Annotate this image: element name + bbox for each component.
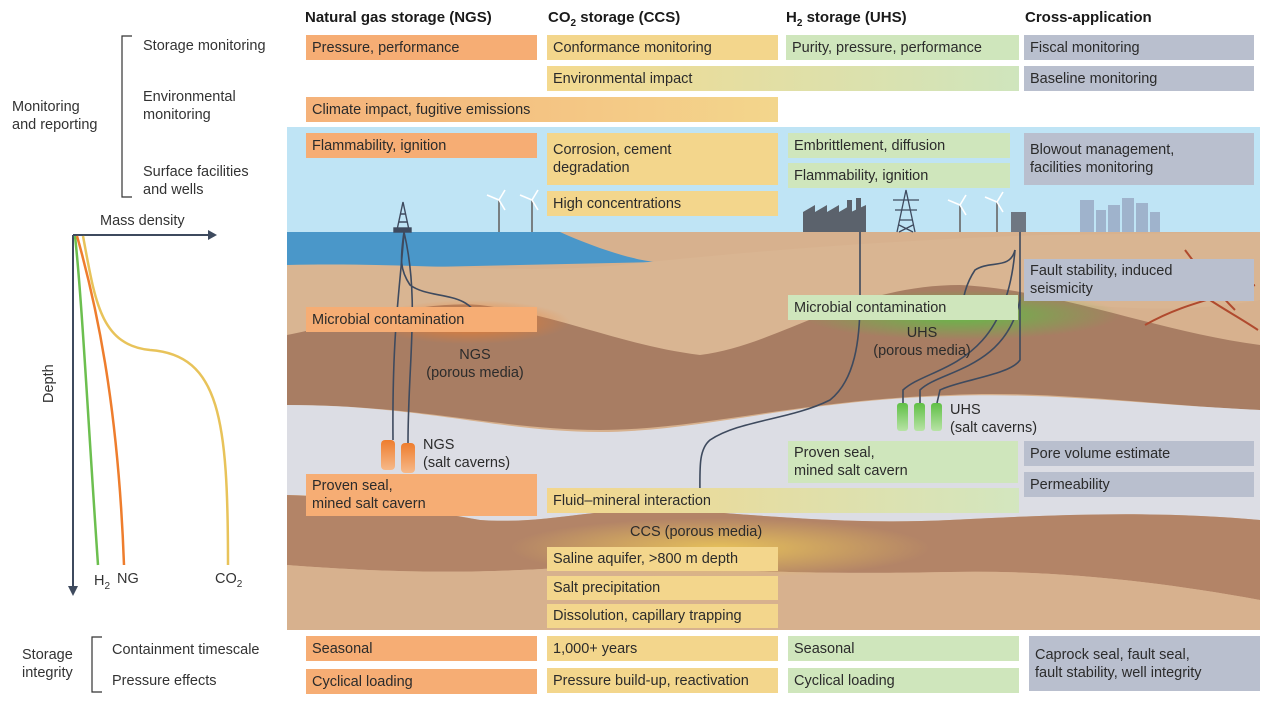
wind-turbine-icons bbox=[486, 189, 1004, 232]
box-blowout-management: Blowout management, facilities monitorin… bbox=[1024, 133, 1254, 185]
depth-chart bbox=[68, 230, 230, 596]
tower-icon bbox=[1011, 212, 1026, 232]
depth-label: Depth bbox=[41, 364, 57, 403]
box-conformance-monitoring: Conformance monitoring bbox=[547, 35, 778, 60]
box-pore-volume: Pore volume estimate bbox=[1024, 441, 1254, 466]
header-uhs: H2 storage (UHS) bbox=[786, 9, 907, 29]
box-proven-seal-ngs: Proven seal, mined salt cavern bbox=[306, 474, 537, 516]
mass-density-arrow-icon bbox=[208, 230, 217, 240]
box-embrittlement: Embrittlement, diffusion bbox=[788, 133, 1010, 158]
ngs-cavern-1 bbox=[381, 440, 395, 470]
label-ccs-porous: CCS (porous media) bbox=[630, 524, 763, 540]
header-ccs: CO2 storage (CCS) bbox=[548, 9, 681, 29]
box-pressure-buildup: Pressure build-up, reactivation bbox=[547, 668, 778, 693]
co2-label: CO2 bbox=[215, 571, 243, 590]
box-flammability-uhs: Flammability, ignition bbox=[788, 163, 1010, 188]
label-storage-monitoring: Storage monitoring bbox=[143, 38, 266, 54]
box-fault-stability: Fault stability, induced seismicity bbox=[1024, 259, 1254, 301]
box-baseline-monitoring: Baseline monitoring bbox=[1024, 66, 1254, 91]
box-seasonal-uhs: Seasonal bbox=[788, 636, 1019, 661]
box-proven-seal-uhs: Proven seal, mined salt cavern bbox=[788, 441, 1018, 483]
box-seasonal-ngs: Seasonal bbox=[306, 636, 537, 661]
box-dissolution: Dissolution, capillary trapping bbox=[547, 604, 778, 628]
label-pressure-effects: Pressure effects bbox=[112, 673, 217, 689]
box-saline-aquifer: Saline aquifer, >800 m depth bbox=[547, 547, 778, 571]
box-fiscal-monitoring: Fiscal monitoring bbox=[1024, 35, 1254, 60]
ng-curve bbox=[75, 235, 126, 566]
mass-density-label: Mass density bbox=[100, 213, 185, 229]
offshore-rig-icon bbox=[393, 201, 412, 233]
uhs-cavern-1 bbox=[897, 403, 908, 431]
box-microbial-ngs: Microbial contamination bbox=[306, 307, 537, 332]
ng-label: NG bbox=[117, 571, 139, 587]
box-1000-years: 1,000+ years bbox=[547, 636, 778, 661]
sand-layer-upper bbox=[287, 232, 1260, 355]
monitoring-bracket bbox=[121, 35, 132, 198]
co2-curve bbox=[81, 235, 230, 566]
factory-icon bbox=[803, 198, 866, 232]
box-microbial-uhs: Microbial contamination bbox=[788, 295, 1018, 320]
label-uhs-salt: UHS (salt caverns) bbox=[950, 402, 1038, 436]
box-permeability: Permeability bbox=[1024, 472, 1254, 497]
label-ngs-porous: NGS (porous media) bbox=[426, 347, 524, 381]
sea bbox=[287, 232, 660, 270]
box-purity-pressure: Purity, pressure, performance bbox=[786, 35, 1019, 60]
h2-curve bbox=[73, 235, 100, 566]
box-high-concentrations: High concentrations bbox=[547, 191, 778, 216]
box-environmental-impact: Environmental impact bbox=[547, 66, 1019, 91]
box-salt-precipitation: Salt precipitation bbox=[547, 576, 778, 600]
box-pressure-performance: Pressure, performance bbox=[306, 35, 537, 60]
label-storage-integrity: Storage integrity bbox=[22, 647, 73, 681]
box-cyclical-ngs: Cyclical loading bbox=[306, 669, 537, 694]
brackets bbox=[91, 35, 132, 693]
box-caprock-seal: Caprock seal, fault seal, fault stabilit… bbox=[1029, 636, 1260, 691]
label-ngs-salt: NGS (salt caverns) bbox=[423, 437, 511, 471]
uhs-cavern-3 bbox=[931, 403, 942, 431]
city-skyline-icon bbox=[1080, 198, 1160, 232]
header-ngs: Natural gas storage (NGS) bbox=[305, 9, 492, 26]
label-surface-facilities: Surface facilities and wells bbox=[143, 164, 249, 198]
label-uhs-porous: UHS (porous media) bbox=[873, 325, 971, 359]
box-fluid-mineral: Fluid–mineral interaction bbox=[547, 488, 1019, 513]
power-pylon-icon bbox=[893, 189, 919, 233]
integrity-bracket bbox=[91, 636, 102, 693]
uhs-cavern-2 bbox=[914, 403, 925, 431]
box-corrosion: Corrosion, cement degradation bbox=[547, 133, 778, 185]
depth-arrow-icon bbox=[68, 586, 78, 596]
ngs-cavern-2 bbox=[401, 443, 415, 473]
box-climate-impact: Climate impact, fugitive emissions bbox=[306, 97, 778, 122]
h2-label: H2 bbox=[94, 573, 111, 592]
box-flammability-ngs: Flammability, ignition bbox=[306, 133, 537, 158]
label-containment-timescale: Containment timescale bbox=[112, 642, 260, 658]
box-cyclical-uhs: Cyclical loading bbox=[788, 668, 1019, 693]
header-cross: Cross-application bbox=[1025, 9, 1152, 26]
label-environmental-monitoring: Environmental monitoring bbox=[143, 89, 236, 123]
label-monitoring-reporting: Monitoring and reporting bbox=[12, 99, 98, 133]
